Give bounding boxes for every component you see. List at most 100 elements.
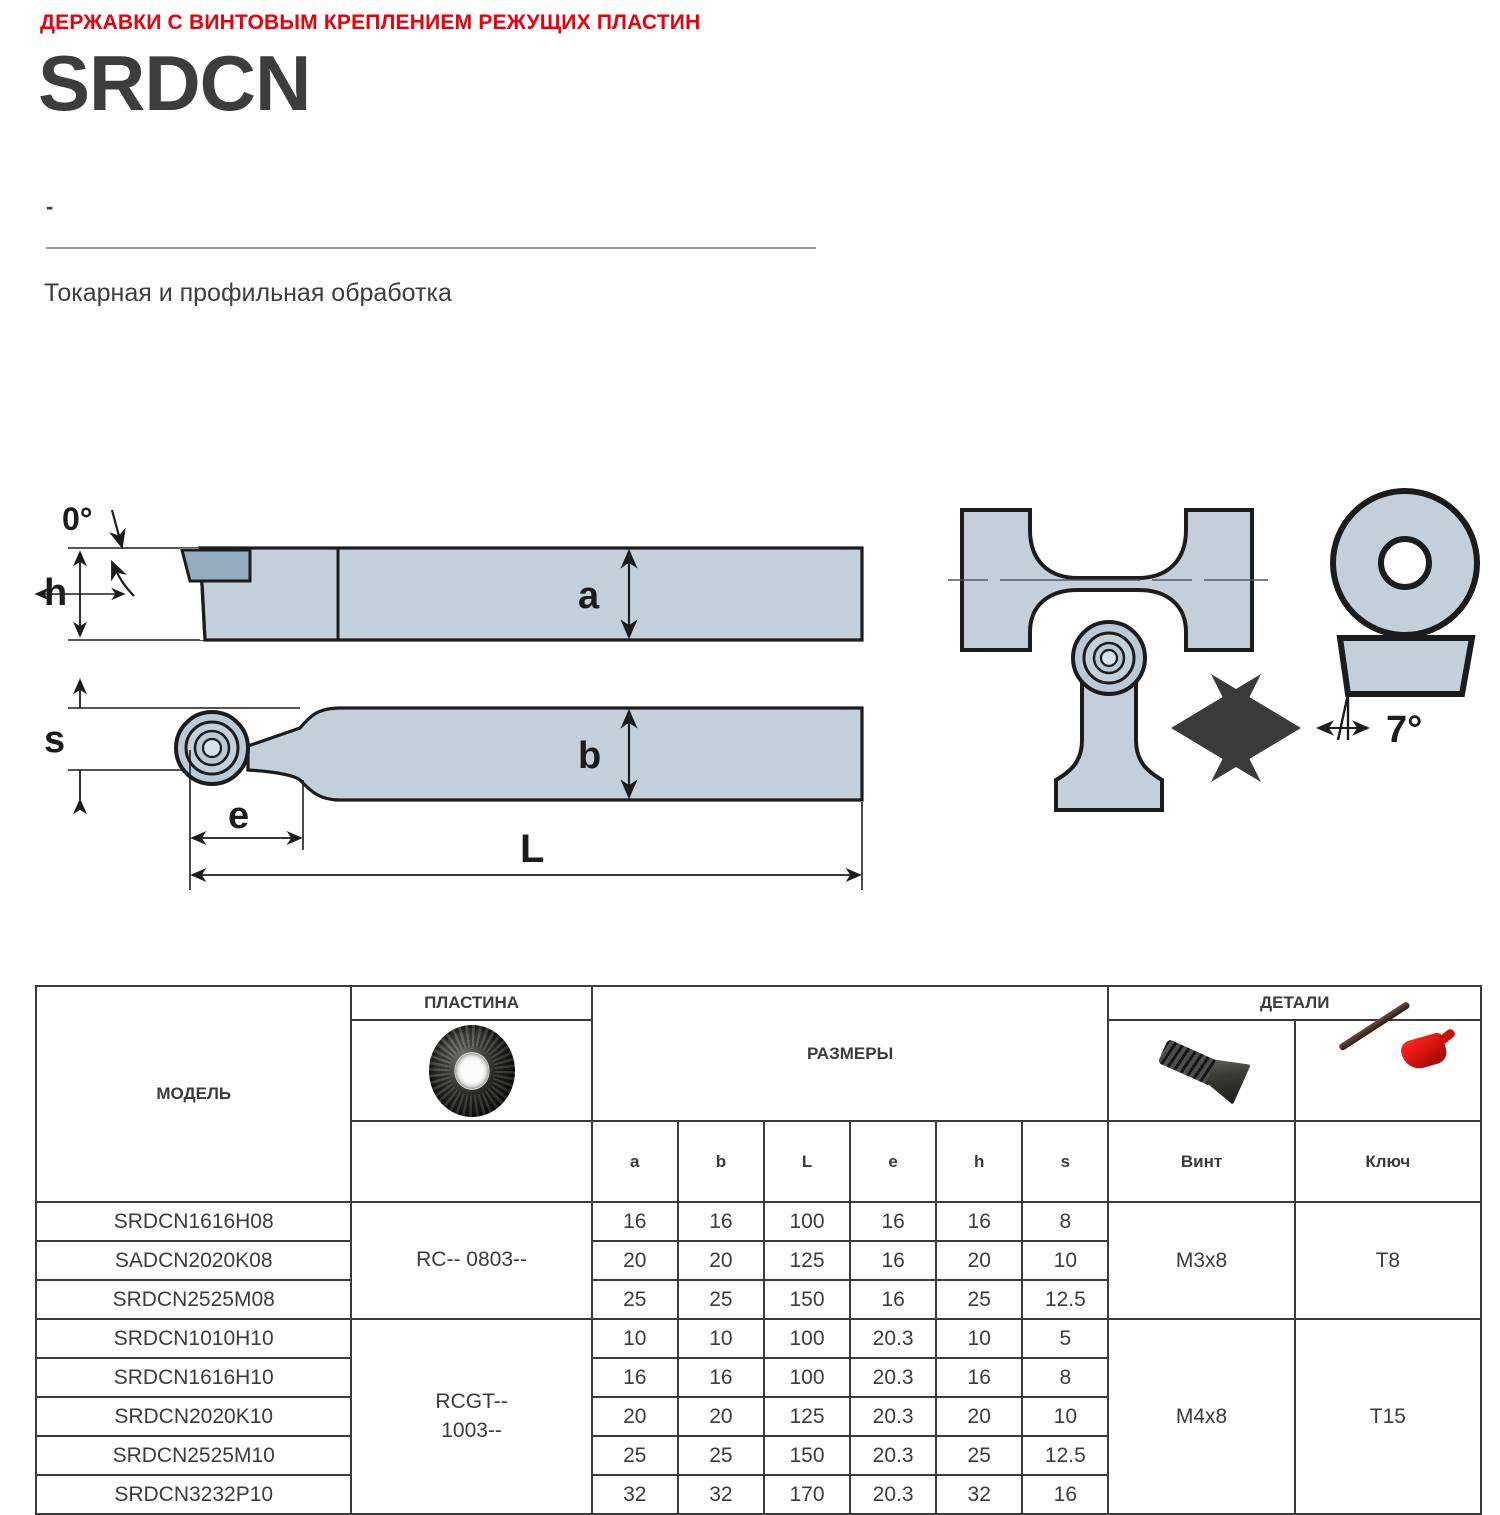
cell-h: 25 bbox=[935, 1435, 1024, 1476]
page-subtitle: Токарная и профильная обработка bbox=[44, 279, 452, 307]
cell-L: 100 bbox=[762, 1318, 852, 1359]
col-group-dimensions: РАЗМЕРЫ bbox=[590, 985, 1110, 1122]
cell-h: 25 bbox=[935, 1279, 1024, 1320]
cell-e: 16 bbox=[849, 1279, 938, 1320]
cell-h: 16 bbox=[935, 1201, 1024, 1242]
cell-a: 25 bbox=[590, 1279, 679, 1320]
cell-a: 20 bbox=[590, 1240, 679, 1281]
cell-a: 10 bbox=[590, 1318, 679, 1359]
cell-b: 16 bbox=[676, 1201, 765, 1242]
torx-key-icon bbox=[1318, 1000, 1458, 1117]
cell-model: SRDCN1616H08 bbox=[34, 1201, 353, 1242]
round-insert-icon bbox=[392, 1024, 552, 1117]
cell-L: 100 bbox=[762, 1201, 852, 1242]
col-header-b: b bbox=[676, 1120, 765, 1203]
cell-b: 25 bbox=[676, 1435, 765, 1476]
specification-table: МОДЕЛЬ ПЛАСТИНА РАЗМЕРЫ ДЕТАЛИ a b bbox=[34, 985, 1483, 1515]
dim-label-rake-angle: 0° bbox=[62, 501, 93, 537]
page-title: SRDCN bbox=[38, 39, 311, 127]
cell-model: SRDCN1616H10 bbox=[34, 1357, 353, 1398]
plan-view: s b e L bbox=[44, 678, 864, 890]
dim-label-h: h bbox=[44, 572, 67, 614]
cell-model: SRDCN1010H10 bbox=[34, 1318, 353, 1359]
dim-label-clearance-angle: 7° bbox=[1386, 709, 1422, 751]
insert-photo-cell bbox=[350, 1019, 593, 1122]
cell-screw: M3x8 bbox=[1107, 1201, 1296, 1320]
cell-b: 16 bbox=[676, 1357, 765, 1398]
cell-a: 25 bbox=[590, 1435, 679, 1476]
col-header-a: a bbox=[590, 1120, 679, 1203]
cell-h: 10 bbox=[935, 1318, 1024, 1359]
cell-b: 20 bbox=[676, 1396, 765, 1437]
cell-model: SRDCN2020K10 bbox=[34, 1396, 353, 1437]
cell-s: 8 bbox=[1021, 1201, 1110, 1242]
technical-drawing: h 0° a s b bbox=[0, 450, 1500, 950]
cell-b: 10 bbox=[676, 1318, 765, 1359]
col-group-parts: ДЕТАЛИ bbox=[1107, 985, 1482, 1021]
cell-s: 12.5 bbox=[1021, 1435, 1110, 1476]
cell-L: 150 bbox=[762, 1279, 852, 1320]
dim-label-L: L bbox=[520, 827, 544, 871]
col-header-e: e bbox=[849, 1120, 938, 1203]
cell-a: 16 bbox=[590, 1201, 679, 1242]
cell-s: 10 bbox=[1021, 1396, 1110, 1437]
cell-L: 125 bbox=[762, 1396, 852, 1437]
cell-h: 16 bbox=[935, 1357, 1024, 1398]
application-view bbox=[948, 508, 1301, 812]
cell-s: 10 bbox=[1021, 1240, 1110, 1281]
dim-label-e: e bbox=[228, 795, 249, 837]
dim-label-a: a bbox=[578, 575, 600, 617]
cell-e: 16 bbox=[849, 1201, 938, 1242]
cell-s: 8 bbox=[1021, 1357, 1110, 1398]
col-header-h: h bbox=[935, 1120, 1024, 1203]
col-header-model: МОДЕЛЬ bbox=[34, 985, 353, 1203]
cell-e: 20.3 bbox=[849, 1435, 938, 1476]
category-kicker: ДЕРЖАВКИ С ВИНТОВЫМ КРЕПЛЕНИЕМ РЕЖУЩИХ П… bbox=[40, 11, 701, 34]
cell-screw: M4x8 bbox=[1107, 1318, 1296, 1515]
dim-label-s: s bbox=[44, 719, 65, 761]
cell-key: T15 bbox=[1293, 1318, 1483, 1515]
screw-icon bbox=[1142, 1025, 1262, 1117]
cell-a: 20 bbox=[590, 1396, 679, 1437]
cell-model: SADCN2020K08 bbox=[34, 1240, 353, 1281]
cell-s: 12.5 bbox=[1021, 1279, 1110, 1320]
cell-insert-code: RCGT--1003-- bbox=[350, 1318, 593, 1515]
col-header-screw: Винт bbox=[1107, 1120, 1296, 1203]
cell-h: 20 bbox=[935, 1396, 1024, 1437]
key-photo-cell bbox=[1293, 1000, 1483, 1122]
cell-e: 20.3 bbox=[849, 1318, 938, 1359]
cell-a: 16 bbox=[590, 1357, 679, 1398]
col-header-s: s bbox=[1021, 1120, 1110, 1203]
cell-b: 32 bbox=[676, 1474, 765, 1515]
cell-e: 20.3 bbox=[849, 1474, 938, 1515]
col-header-L: L bbox=[762, 1120, 852, 1203]
cell-e: 20.3 bbox=[849, 1396, 938, 1437]
cell-h: 32 bbox=[935, 1474, 1024, 1515]
screw-photo-cell bbox=[1107, 1019, 1296, 1122]
cell-L: 100 bbox=[762, 1357, 852, 1398]
insert-detail-view: 7° bbox=[1316, 488, 1480, 751]
cell-s: 16 bbox=[1021, 1474, 1110, 1515]
description-dash: - bbox=[46, 194, 54, 219]
cell-L: 150 bbox=[762, 1435, 852, 1476]
cell-model: SRDCN3232P10 bbox=[34, 1474, 353, 1515]
cell-insert-code: RC-- 0803-- bbox=[350, 1201, 593, 1320]
cell-a: 32 bbox=[590, 1474, 679, 1515]
cell-key: T8 bbox=[1293, 1201, 1483, 1320]
cell-model: SRDCN2525M08 bbox=[34, 1279, 353, 1320]
header-divider bbox=[46, 247, 816, 249]
cell-L: 170 bbox=[762, 1474, 852, 1515]
cell-L: 125 bbox=[762, 1240, 852, 1281]
cell-e: 20.3 bbox=[849, 1357, 938, 1398]
dim-label-b: b bbox=[578, 735, 601, 777]
cell-model: SRDCN2525M10 bbox=[34, 1435, 353, 1476]
cell-b: 20 bbox=[676, 1240, 765, 1281]
side-elevation-view: h 0° a bbox=[34, 501, 864, 642]
